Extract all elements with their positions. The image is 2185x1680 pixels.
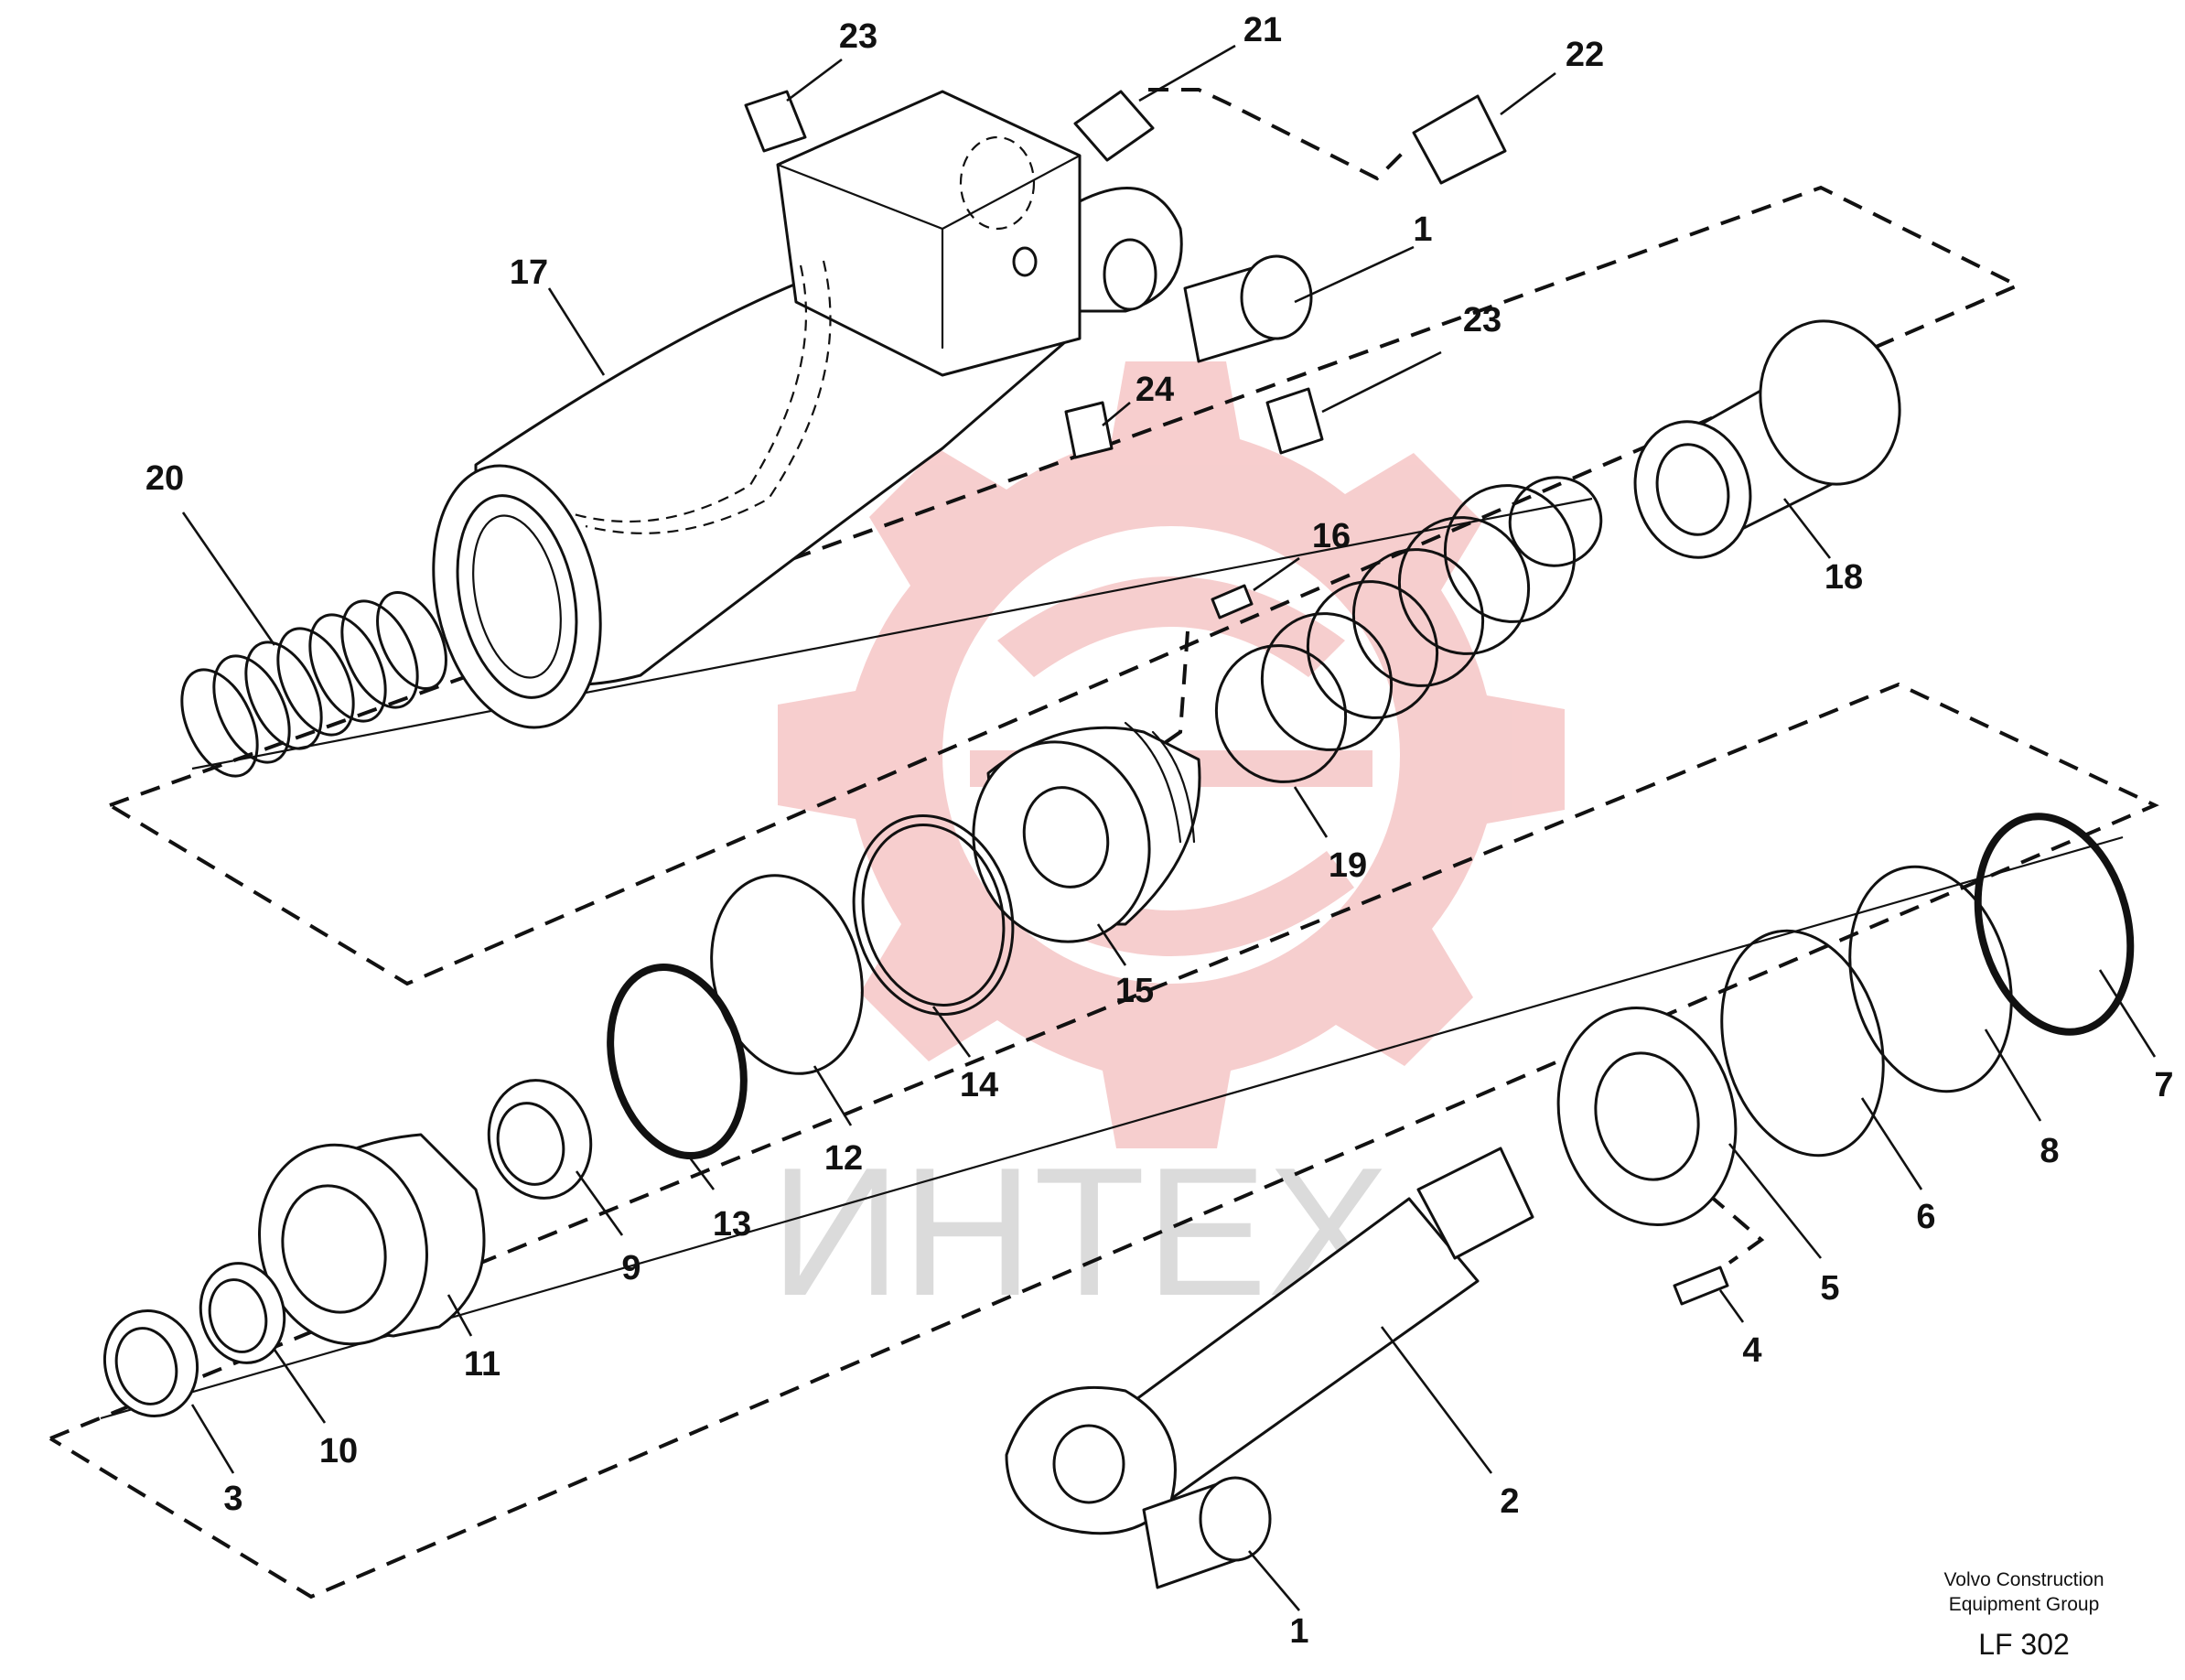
callout-23-top: 23 bbox=[839, 17, 877, 56]
cylinder-head bbox=[258, 1133, 486, 1346]
guide-sleeve bbox=[1633, 319, 1901, 559]
callout-13: 13 bbox=[713, 1205, 751, 1244]
leader-23-top bbox=[786, 58, 843, 102]
leader-9 bbox=[575, 1170, 624, 1236]
plug-23-top bbox=[744, 90, 807, 153]
callout-1-bottom: 1 bbox=[1289, 1612, 1308, 1651]
callout-12: 12 bbox=[824, 1139, 863, 1178]
callout-9: 9 bbox=[621, 1249, 640, 1287]
leader-7 bbox=[2098, 969, 2157, 1058]
leader-21 bbox=[1138, 44, 1236, 102]
bushing-9 bbox=[487, 1079, 593, 1200]
leader-11 bbox=[447, 1294, 473, 1337]
callout-14: 14 bbox=[960, 1066, 998, 1104]
leader-16 bbox=[1253, 556, 1300, 592]
spring-right bbox=[1214, 476, 1603, 783]
callout-19: 19 bbox=[1329, 846, 1367, 885]
ring-7 bbox=[1974, 813, 2135, 1036]
plug-24 bbox=[1064, 401, 1114, 459]
callout-7: 7 bbox=[2154, 1066, 2173, 1104]
plug-22 bbox=[1412, 94, 1507, 185]
snap-ring-6 bbox=[1720, 929, 1885, 1158]
o-ring-13 bbox=[607, 963, 748, 1160]
leader-8 bbox=[1984, 1028, 2042, 1122]
callout-23-right: 23 bbox=[1463, 301, 1502, 339]
callout-3: 3 bbox=[223, 1480, 242, 1518]
callout-21: 21 bbox=[1243, 11, 1282, 49]
leader-23-right bbox=[1321, 350, 1442, 414]
leader-2 bbox=[1380, 1326, 1493, 1474]
piston-rod bbox=[1005, 1147, 1534, 1535]
cylinder-body bbox=[432, 90, 1183, 729]
bushing-1-bottom bbox=[1142, 1476, 1272, 1589]
leader-10 bbox=[273, 1349, 327, 1424]
callout-22: 22 bbox=[1566, 36, 1604, 74]
callout-18: 18 bbox=[1824, 558, 1863, 597]
callout-1-top: 1 bbox=[1413, 210, 1432, 249]
callout-8: 8 bbox=[2040, 1132, 2059, 1170]
leader-1-top bbox=[1294, 245, 1415, 304]
leader-14 bbox=[931, 1006, 972, 1058]
flange-plate bbox=[1556, 1007, 1738, 1226]
leader-24 bbox=[1102, 402, 1131, 426]
piston bbox=[972, 721, 1201, 943]
piston-ring-14 bbox=[852, 813, 1015, 1017]
bushing-1-top bbox=[1183, 254, 1313, 363]
leader-22 bbox=[1500, 71, 1556, 116]
callout-2: 2 bbox=[1500, 1482, 1519, 1521]
set-screw bbox=[1211, 584, 1254, 619]
dashed-link-21-22 bbox=[1148, 88, 1411, 181]
callout-16: 16 bbox=[1312, 517, 1351, 555]
callout-24: 24 bbox=[1136, 371, 1174, 409]
drawing-code: LF 302 bbox=[1978, 1628, 2070, 1661]
spring-left bbox=[180, 590, 447, 778]
ring-8 bbox=[1848, 865, 2013, 1093]
caption-line-2: Equipment Group bbox=[1949, 1594, 2100, 1615]
dashed-link-16 bbox=[1142, 630, 1189, 759]
caption-line-1: Volvo Construction bbox=[1943, 1569, 2104, 1590]
callout-15: 15 bbox=[1115, 972, 1154, 1010]
leader-6 bbox=[1860, 1097, 1923, 1190]
leader-12 bbox=[813, 1065, 853, 1126]
callout-17: 17 bbox=[510, 253, 548, 292]
leader-20 bbox=[181, 512, 276, 646]
callout-10: 10 bbox=[319, 1432, 358, 1470]
leader-17 bbox=[547, 287, 606, 376]
leader-19 bbox=[1293, 786, 1329, 838]
callout-4: 4 bbox=[1742, 1331, 1761, 1370]
wiper-3 bbox=[102, 1309, 199, 1417]
axis-upper bbox=[191, 497, 1593, 770]
bolt-4 bbox=[1673, 1265, 1729, 1306]
wiper-3-inner bbox=[114, 1327, 178, 1405]
plug-23-right bbox=[1265, 387, 1324, 455]
callout-6: 6 bbox=[1916, 1198, 1935, 1236]
leader-13 bbox=[684, 1152, 716, 1190]
callout-5: 5 bbox=[1820, 1269, 1839, 1308]
bushing-10-inner bbox=[208, 1278, 268, 1353]
fitting-21 bbox=[1073, 90, 1155, 162]
dashed-frame-lower bbox=[48, 682, 2159, 1599]
leader-15 bbox=[1096, 923, 1127, 966]
callout-20: 20 bbox=[145, 459, 184, 498]
leader-4 bbox=[1718, 1289, 1745, 1323]
leader-5 bbox=[1728, 1143, 1823, 1259]
piston-ring-14-inner bbox=[861, 823, 1006, 1007]
callout-11: 11 bbox=[464, 1345, 501, 1384]
leader-1-bottom bbox=[1248, 1550, 1300, 1611]
leader-18 bbox=[1782, 498, 1832, 559]
leader-3 bbox=[190, 1404, 235, 1474]
